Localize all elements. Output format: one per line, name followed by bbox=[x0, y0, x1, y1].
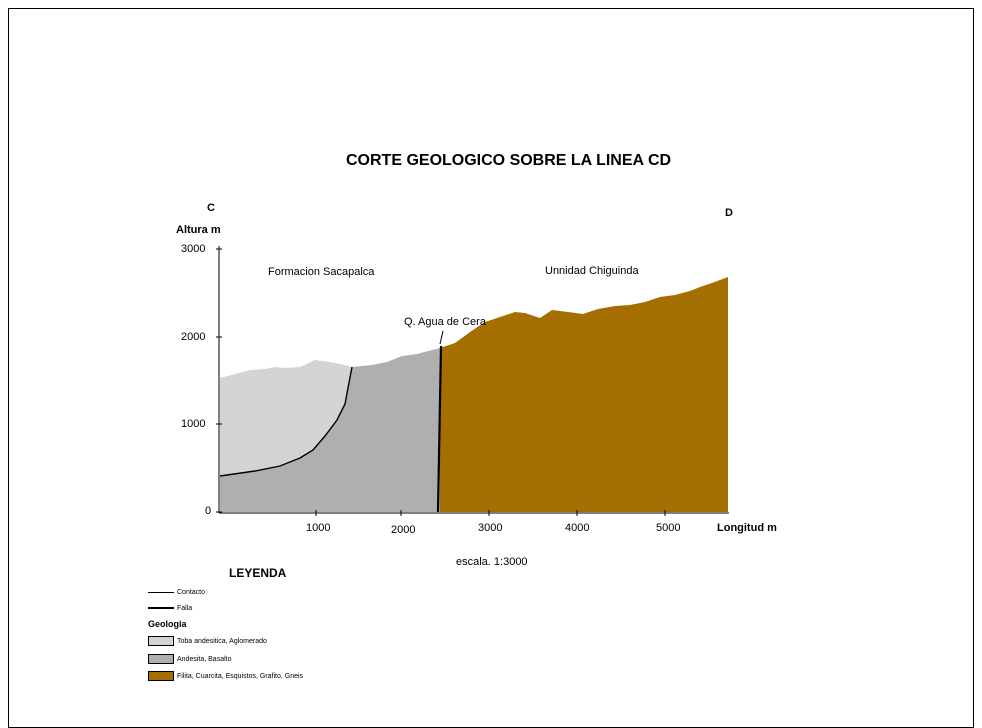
toba-unit-area bbox=[220, 360, 352, 476]
legend-label: Contacto bbox=[177, 588, 206, 596]
contact-line bbox=[219, 366, 353, 477]
x-axis-label: Longitud m bbox=[717, 522, 777, 534]
diagram-title: CORTE GEOLOGICO SOBRE LA LINEA CD bbox=[346, 152, 672, 169]
creek-pointer bbox=[439, 330, 444, 345]
x-tick-label: 1000 bbox=[306, 522, 331, 534]
legend-label: Andesita, Basalto bbox=[177, 655, 232, 663]
legend-group-title: Geologia bbox=[148, 619, 187, 629]
y-tick-label: 2000 bbox=[181, 331, 206, 343]
formation-label: Formacion Sacapalca bbox=[268, 266, 375, 278]
scale-note: escala. 1:3000 bbox=[456, 556, 528, 568]
filita-unit-area bbox=[440, 277, 728, 512]
legend-label: Filita, Cuarcita, Esquistos, Grafito, Gn… bbox=[177, 672, 304, 680]
x-tick-label: 5000 bbox=[656, 522, 681, 534]
y-tick-label: 0 bbox=[205, 505, 212, 517]
x-tick-label: 2000 bbox=[391, 524, 416, 536]
legend-item-toba: Toba andesitica, Aglomerado bbox=[148, 635, 267, 647]
legend-item-contact: Contacto bbox=[148, 586, 205, 598]
geologic-cross-section bbox=[216, 246, 729, 516]
filita-swatch bbox=[148, 671, 174, 681]
endpoint-c-label: C bbox=[207, 202, 215, 214]
legend-item-andesita: Andesita, Basalto bbox=[148, 653, 231, 665]
x-tick-label: 3000 bbox=[478, 522, 503, 534]
legend-item-fault: Falla bbox=[148, 602, 192, 614]
legend-title: LEYENDA bbox=[229, 566, 287, 580]
andesita-swatch bbox=[148, 654, 174, 664]
unit-label: Unnidad Chiguinda bbox=[545, 265, 639, 277]
fault-line bbox=[436, 345, 443, 513]
legend-label: Falla bbox=[177, 604, 193, 612]
x-tick-label: 4000 bbox=[565, 522, 590, 534]
legend-item-filita: Filita, Cuarcita, Esquistos, Grafito, Gn… bbox=[148, 670, 303, 682]
endpoint-d-label: D bbox=[725, 207, 733, 219]
y-axis-label: Altura m bbox=[176, 224, 221, 236]
fault-line-swatch bbox=[148, 607, 174, 609]
legend-label: Toba andesitica, Aglomerado bbox=[177, 637, 267, 645]
y-tick-label: 1000 bbox=[181, 418, 206, 430]
y-tick-label: 3000 bbox=[181, 243, 206, 255]
creek-label: Q. Agua de Cera bbox=[404, 316, 486, 328]
contact-line-swatch bbox=[148, 591, 174, 593]
toba-swatch bbox=[148, 636, 174, 646]
